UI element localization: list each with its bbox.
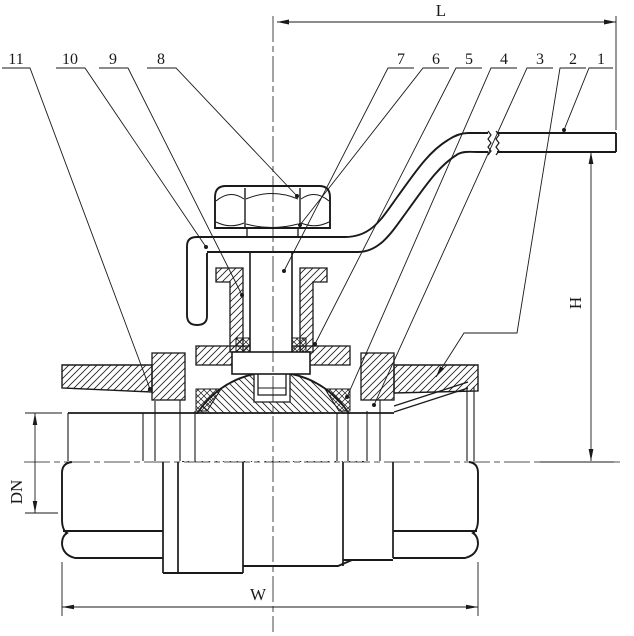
- leader-arrowhead: [436, 366, 445, 377]
- leader-4: [346, 67, 517, 398]
- leader-9: [99, 67, 243, 296]
- arrowhead: [588, 152, 594, 164]
- callout-10: 10: [62, 51, 78, 68]
- callout-11: 11: [8, 51, 23, 68]
- callout-8: 8: [157, 51, 165, 68]
- arrowhead: [604, 19, 616, 25]
- callout-numbers: 11 10 9 8 7 6 5 4 3 2 1: [8, 51, 605, 68]
- left-end-cap: [61, 461, 163, 559]
- arrowhead: [588, 449, 594, 461]
- leader-2: [435, 67, 586, 378]
- body-section-hatching: [61, 267, 479, 401]
- leader-11: [2, 67, 151, 390]
- centerlines: [24, 16, 620, 632]
- leader-6: [299, 67, 449, 226]
- right-end-cap: [393, 461, 479, 559]
- leader-3: [373, 67, 553, 406]
- leader-1: [563, 67, 613, 131]
- callout-3: 3: [536, 51, 544, 68]
- body-exterior: [61, 461, 479, 574]
- callout-9: 9: [109, 51, 117, 68]
- stem-packing: [235, 337, 307, 354]
- leader-5: [314, 67, 482, 345]
- dim-label-width: W: [250, 585, 267, 604]
- stem-nut: [214, 185, 331, 237]
- dim-label-bore: DN: [7, 480, 26, 505]
- arrowhead: [62, 604, 74, 610]
- callout-7: 7: [397, 51, 405, 68]
- break-line-right: [495, 130, 500, 156]
- callout-leaders: [2, 67, 613, 407]
- dimension-H: [540, 152, 614, 463]
- valve-seats: [195, 388, 351, 412]
- stem: [231, 251, 311, 403]
- arrowhead: [32, 413, 38, 425]
- dim-label-length: L: [436, 1, 446, 20]
- callout-6: 6: [432, 51, 440, 68]
- bore-lines: [67, 381, 475, 461]
- callout-2: 2: [569, 51, 577, 68]
- leader-8: [147, 67, 298, 197]
- leader-7: [283, 67, 414, 272]
- dimension-W: [61, 562, 479, 616]
- leader-dots: [148, 128, 566, 407]
- break-line-left: [487, 130, 492, 156]
- arrowhead: [466, 604, 478, 610]
- callout-5: 5: [465, 51, 473, 68]
- callout-4: 4: [500, 51, 508, 68]
- dim-label-height: H: [566, 297, 585, 309]
- dimension-L: [277, 16, 617, 130]
- dimension-DN: [25, 412, 62, 514]
- callout-1: 1: [597, 51, 605, 68]
- arrowhead: [32, 501, 38, 513]
- leader-10: [56, 67, 207, 248]
- arrowhead: [277, 19, 289, 25]
